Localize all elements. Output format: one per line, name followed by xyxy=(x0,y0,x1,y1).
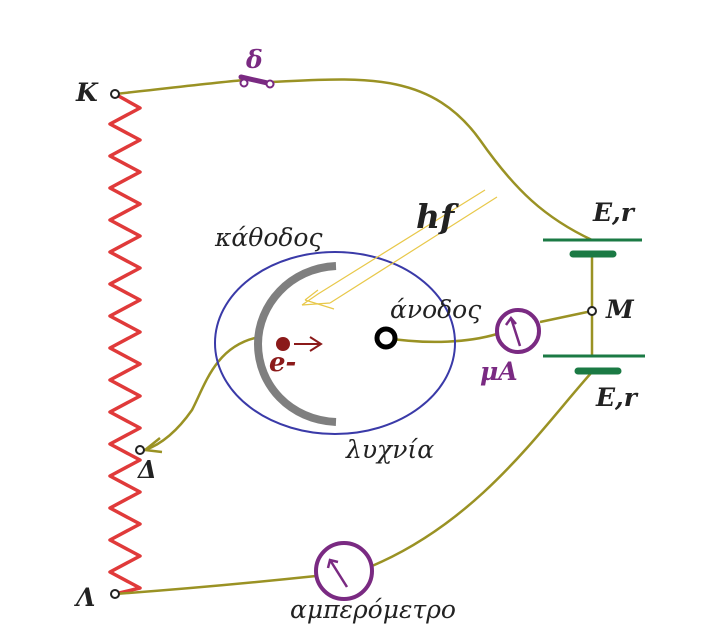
microammeter-needle xyxy=(504,315,522,347)
label-ammeter: αμπερόμετρο xyxy=(290,595,456,624)
microammeter xyxy=(495,308,541,354)
terminal-Delta xyxy=(135,445,145,455)
ammeter xyxy=(314,541,374,601)
cathode-plate xyxy=(253,262,337,426)
wire-switch-to-battery xyxy=(269,78,593,242)
wire-ammeter-to-lambda xyxy=(114,574,317,596)
label-switch-delta: δ xyxy=(245,45,263,74)
vacuum-tube xyxy=(214,251,456,435)
wire-meter-to-M xyxy=(539,309,593,324)
resistor-zigzag xyxy=(108,92,142,596)
label-microammeter: μA xyxy=(480,357,518,386)
terminal-M xyxy=(587,306,597,316)
label-M: M xyxy=(605,295,635,324)
wire-bottom-battery-to-ammeter xyxy=(371,371,593,568)
wire-top xyxy=(114,78,246,96)
label-electron: e- xyxy=(269,348,296,378)
label-anode: άνοδος xyxy=(390,295,481,324)
label-Delta: Δ xyxy=(137,455,157,484)
electron-dot xyxy=(276,337,290,351)
anode-electrode xyxy=(374,326,398,350)
label-tube: λυχνία xyxy=(345,435,434,464)
light-ray xyxy=(301,189,498,310)
switch-contact-left xyxy=(239,78,249,88)
electron-arrow xyxy=(294,336,323,352)
label-K: K xyxy=(75,78,99,107)
label-Lambda: Λ xyxy=(74,583,95,612)
label-source-bottom: E,r xyxy=(595,383,639,412)
wire-cathode-to-delta xyxy=(144,336,256,452)
label-cathode: κάθοδος xyxy=(214,223,322,252)
terminal-Lambda xyxy=(110,589,120,599)
label-source-top: E,r xyxy=(592,198,636,227)
ammeter-needle xyxy=(326,558,349,588)
terminal-K xyxy=(110,89,120,99)
switch-contact-right xyxy=(265,79,275,89)
label-hf: hf xyxy=(416,197,459,236)
wire-anode-to-meter xyxy=(385,332,498,344)
